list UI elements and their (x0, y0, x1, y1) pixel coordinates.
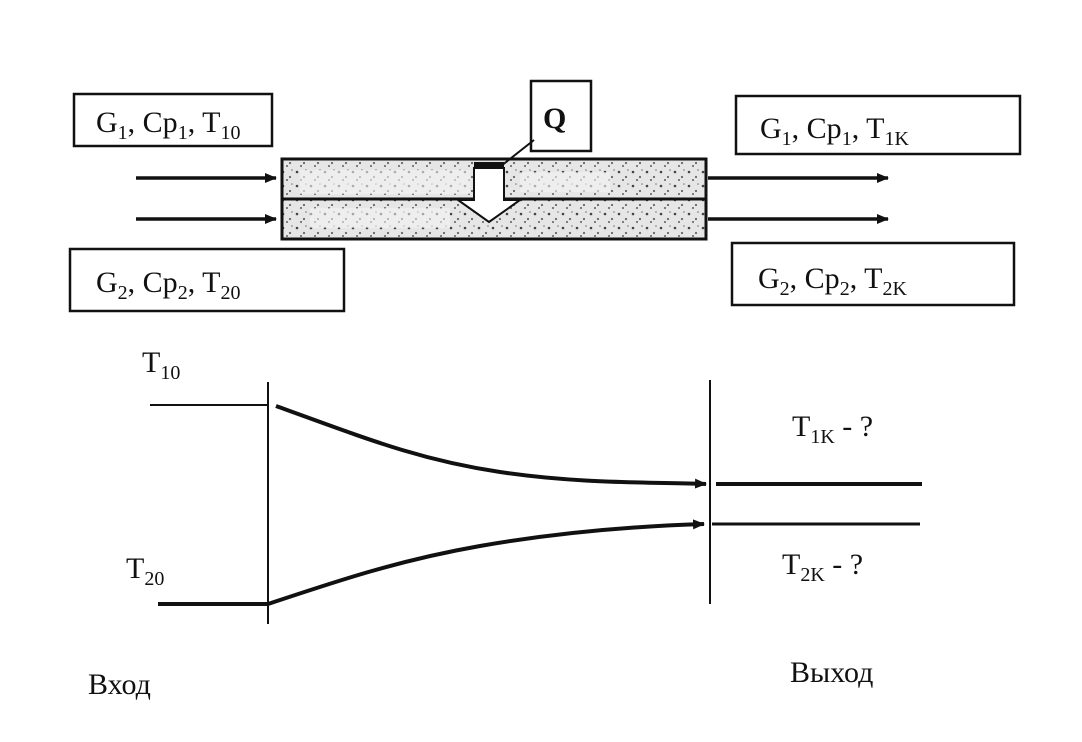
outlet-hot-box: G1, Cp1, T1K (734, 94, 1022, 156)
outlet-hot-label: G1, Cp1, T1K (760, 112, 909, 150)
t20-label: T20 (126, 552, 164, 590)
outlet-label: Выход (790, 656, 873, 689)
t1k-label: T1K - ? (792, 410, 873, 448)
inlet-hot-box: G1, Cp1, T10 (72, 92, 274, 148)
heat-flow-label-box: Q (529, 79, 593, 153)
hot-temperature-curve (275, 404, 707, 489)
heat-flow-label: Q (543, 102, 566, 135)
inlet-cold-box: G2, Cp2, T20 (68, 247, 346, 313)
outlet-cold-box: G2, Cp2, T2K (730, 241, 1016, 307)
t10-label: T10 (142, 346, 180, 384)
inlet-label: Вход (88, 668, 151, 701)
inlet-cold-label: G2, Cp2, T20 (96, 266, 240, 304)
inlet-hot-label: G1, Cp1, T10 (96, 106, 240, 144)
t2k-label: T2K - ? (782, 548, 863, 586)
outlet-cold-label: G2, Cp2, T2K (758, 262, 907, 300)
cold-temperature-curve (267, 519, 705, 606)
heat-flow-arrow (454, 162, 524, 224)
